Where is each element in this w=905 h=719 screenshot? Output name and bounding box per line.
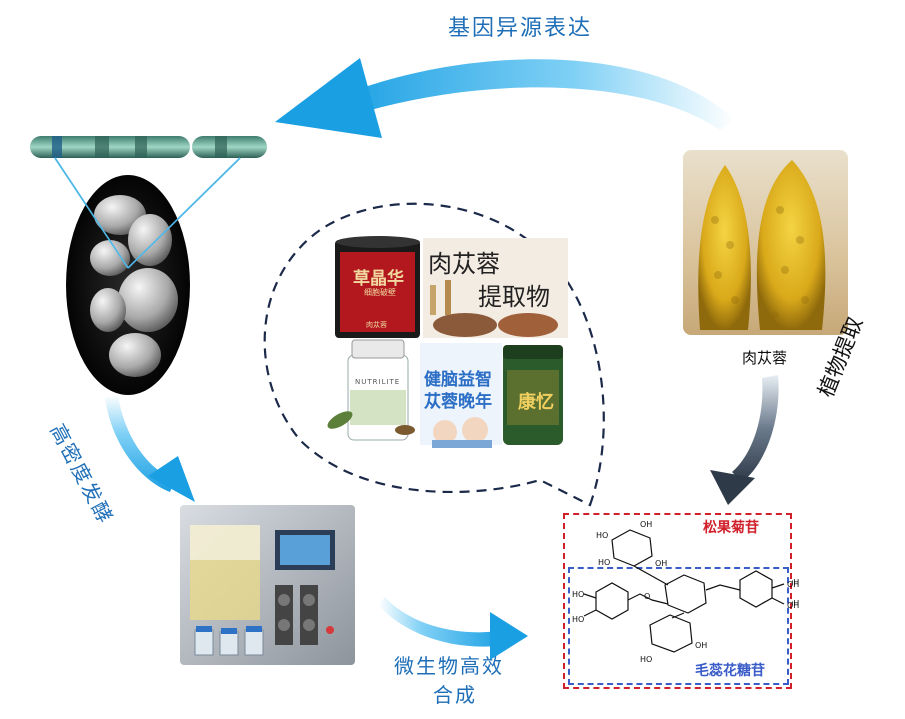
bioreactor-image: [180, 505, 355, 665]
svg-text:OH: OH: [787, 578, 799, 587]
tin-brand-text: 草晶华: [353, 269, 404, 289]
microbial-synthesis-arrow: [378, 597, 528, 660]
microbial-synthesis-label-line1: 微生物高效: [394, 654, 504, 678]
poster-line2-text: 苁蓉晚年: [424, 392, 492, 412]
product-box-image: [423, 238, 568, 338]
bottle-brand-text: NUTRILITE: [355, 378, 401, 386]
chromosome-image: [30, 136, 267, 158]
poster-line1-text: 健脑益智: [424, 370, 492, 390]
box-title-text: 肉苁蓉: [428, 250, 500, 278]
cistanche-plant-image: [683, 150, 848, 335]
heterologous-expression-arrow: [275, 58, 735, 138]
compound-label-pinoresinol: 松果菊苷: [703, 520, 759, 536]
tin-bottom-text: 肉苁蓉: [366, 321, 387, 329]
product-tin-image: [335, 236, 420, 338]
fermentation-arrow: [105, 395, 195, 502]
yeast-cells-image: [66, 175, 190, 395]
compound-label-verbascoside: 毛蕊花糖苷: [695, 663, 765, 679]
box-subtitle-text: 提取物: [478, 283, 550, 311]
svg-text:OH: OH: [787, 599, 799, 608]
plant-name-label: 肉苁蓉: [742, 349, 788, 367]
heterologous-expression-label: 基因异源表达: [448, 16, 593, 41]
jar-label-text: 康忆: [518, 392, 554, 413]
microbial-synthesis-label-line2: 合成: [433, 683, 477, 707]
verbascoside-box: [568, 567, 789, 685]
plant-extraction-arrow: [710, 375, 779, 505]
products-bubble: [263, 202, 605, 507]
product-poster-image: [420, 343, 502, 448]
product-jar-image: [503, 345, 563, 445]
product-bottle-image: [327, 339, 415, 441]
tin-sub-text: 细胞破壁: [364, 288, 396, 297]
